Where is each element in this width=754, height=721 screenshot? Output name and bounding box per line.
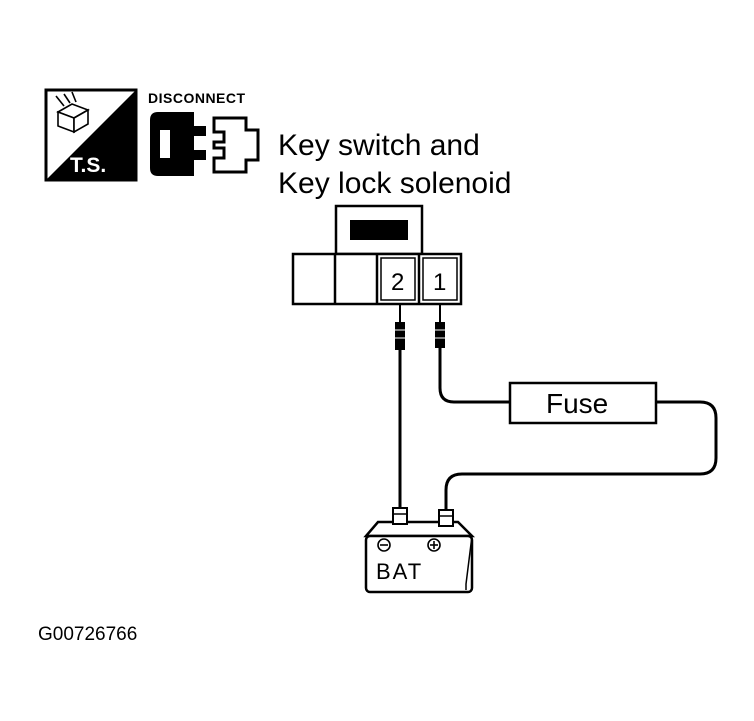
terminal-2-cavity bbox=[380, 257, 416, 301]
battery-label: BAT bbox=[376, 559, 423, 584]
terminal-1-cavity bbox=[422, 257, 458, 301]
test-cube-icon bbox=[55, 91, 90, 134]
ts-badge-icon: T.S. bbox=[44, 88, 138, 182]
battery-post-right bbox=[438, 509, 454, 527]
fuse: Fuse bbox=[508, 381, 658, 425]
fuse-label: Fuse bbox=[546, 388, 608, 419]
terminal-1-label: 1 bbox=[433, 269, 446, 296]
disconnect-icon: DISCONNECT bbox=[148, 90, 260, 176]
ts-label: T.S. bbox=[70, 154, 106, 177]
diagram-title-line1: Key switch and bbox=[278, 129, 480, 162]
wiring bbox=[398, 348, 718, 510]
minus-symbol-icon bbox=[377, 538, 391, 552]
fuse-body bbox=[508, 381, 658, 425]
terminal-2-label: 2 bbox=[391, 269, 404, 296]
probe-terminal-2 bbox=[393, 304, 407, 350]
disconnect-label: DISCONNECT bbox=[148, 90, 246, 106]
probe-terminal-1 bbox=[433, 304, 447, 348]
connector: 2 1 bbox=[291, 204, 463, 306]
plus-symbol-icon bbox=[427, 538, 441, 552]
battery-icon: BAT bbox=[363, 507, 476, 594]
diagram-title-line2: Key lock solenoid bbox=[278, 167, 511, 200]
wire-terminal-1-to-fuse bbox=[438, 348, 510, 404]
wire-fuse-to-battery bbox=[444, 400, 718, 510]
battery-post-left bbox=[392, 507, 408, 525]
connector-lock-tab bbox=[350, 220, 408, 240]
figure-reference: G00726766 bbox=[38, 624, 137, 645]
